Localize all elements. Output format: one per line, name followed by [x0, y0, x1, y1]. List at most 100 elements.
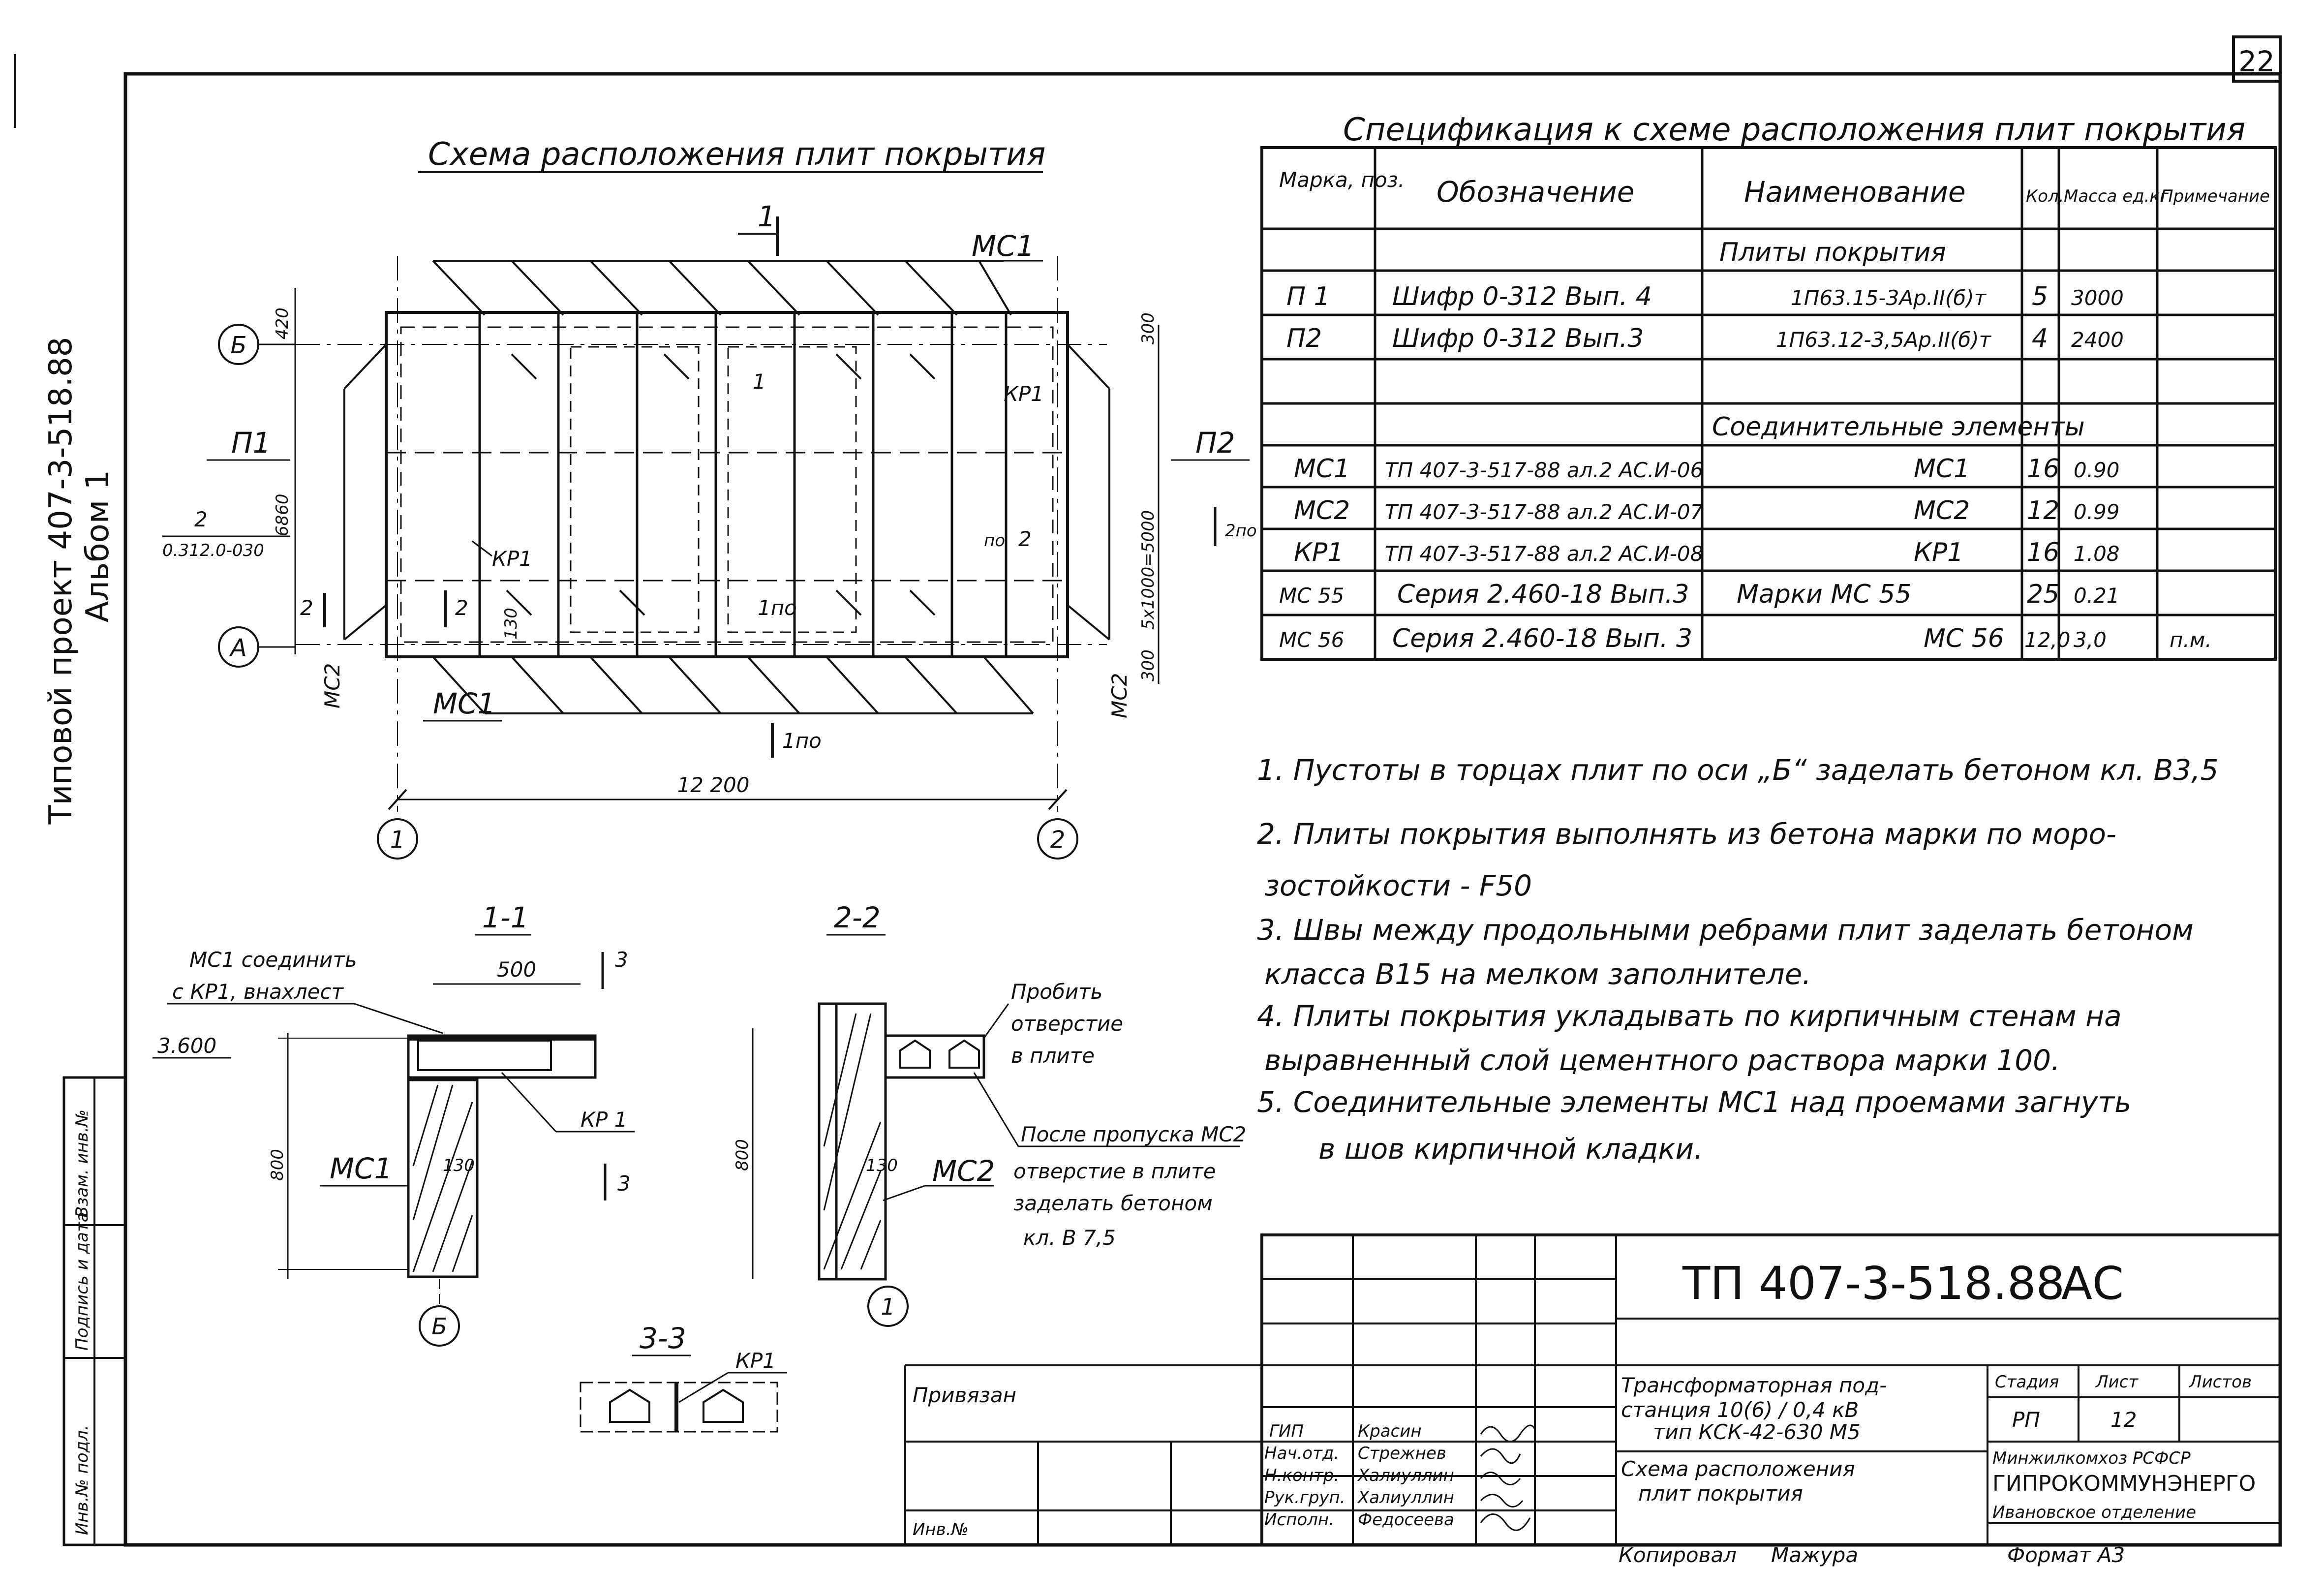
spec-r1-code: Шифр 0-312 Вып. 4 [1392, 282, 1652, 311]
stamp-org-3: Ивановское отделение [1992, 1503, 2196, 1522]
spec-h-name: Наименование [1744, 175, 1966, 209]
s22-dim-800: 800 [733, 1139, 752, 1171]
spec-r7-name: КР1 [1914, 538, 1963, 567]
stamp-copied-name: Мажура [1771, 1543, 1858, 1567]
s11-title: 1-1 [482, 901, 529, 934]
spec-r8-mark: МС 55 [1279, 584, 1344, 608]
cut-2-right-po: по [984, 531, 1005, 551]
stamp-org-2: ГИПРОКОММУНЭНЕРГО [1992, 1471, 2256, 1496]
spec-h-qty: Кол. [2026, 186, 2064, 206]
axis-2-label: 2 [1050, 826, 1066, 854]
dim-420: 420 [273, 308, 292, 339]
spec-r7-qty: 16 [2027, 538, 2059, 567]
spec-r6-code: ТП 407-3-517-88 ал.2 АС.И-07 [1385, 500, 1704, 524]
ref-code-label: 0.312.0-030 [162, 541, 264, 560]
s11-level: 3.600 [157, 1034, 216, 1058]
note-4: 4. Плиты покрытия укладывать по кирпичны… [1257, 999, 2122, 1033]
notes: 1. Пустоты в торцах плит по оси „Б“ заде… [1257, 753, 2218, 1166]
s22-dim-130: 130 [866, 1156, 898, 1175]
p1-label: П1 [231, 426, 271, 460]
s11-dim-3: 3 [615, 948, 628, 972]
dim-130-plan: 130 [501, 608, 521, 640]
s22-punch-3: в плите [1011, 1044, 1095, 1068]
signer-1-role: Нач.отд. [1264, 1444, 1339, 1463]
dim-300-bot: 300 [1138, 649, 1158, 681]
signer-4-name: Федосеева [1358, 1510, 1454, 1530]
spec-r5-name: МС1 [1914, 454, 1970, 484]
spec-r6-mark: МС2 [1294, 496, 1350, 525]
signer-1-name: Стрежнев [1358, 1444, 1446, 1463]
section-1-1: 1-1 МС1 соединить с КР1, внахлест 500 3 … [153, 901, 635, 1347]
side-label-line1: Типовой проект 407-3-518.88 [43, 337, 79, 825]
spec-r5-qty: 16 [2027, 454, 2059, 484]
spec-r2-mark: П2 [1286, 324, 1322, 353]
side-label: Типовой проект 407-3-518.88 Альбом 1 [43, 337, 116, 825]
s33-title: 3-3 [640, 1322, 686, 1355]
axis-2-bubble [1037, 818, 1078, 860]
s11-ms1: МС1 [330, 1152, 392, 1185]
s11-axis-b-bubble [419, 1305, 460, 1347]
cut-1-bot: 1по [782, 729, 822, 753]
signatures [1480, 1424, 1536, 1531]
plan-outline [385, 311, 1069, 658]
signer-3-name: Халиуллин [1357, 1488, 1454, 1507]
note-2b: зостойкости - F50 [1264, 869, 1532, 902]
dim-300-top: 300 [1138, 312, 1158, 344]
spec-h-mark: Марка, поз. [1279, 168, 1405, 192]
cut-2-left: 2 [300, 596, 313, 620]
spec-r1-mark: П 1 [1286, 282, 1330, 311]
cut-1b-label: 1 [753, 369, 766, 394]
dim-12200: 12 200 [677, 773, 750, 797]
s11-dim-130: 130 [443, 1156, 475, 1175]
spec-r7-mark: КР1 [1294, 538, 1344, 567]
section-3-3: 3-3 КР1 [580, 1322, 787, 1433]
spec-r8-mass: 0.21 [2074, 584, 2120, 608]
axis-b-label: Б [231, 332, 247, 359]
stamp-sheet-name-2: плит покрытия [1638, 1481, 1803, 1506]
signer-2-role: Н.контр. [1264, 1466, 1339, 1485]
spec-r0-name: Плиты покрытия [1719, 238, 1946, 267]
axis-1-bubble [377, 818, 418, 860]
s22-after-3: заделать бетоном [1013, 1191, 1213, 1215]
stamp-bound: Привязан [913, 1383, 1016, 1407]
ms2-left-label: МС2 [320, 663, 344, 708]
stamp-project-2: станция 10(6) / 0,4 кВ [1621, 1398, 1859, 1422]
spec-r2-code: Шифр 0-312 Вып.3 [1392, 324, 1644, 353]
s22-after-2: отверстие в плите [1013, 1159, 1216, 1183]
ref-2-label: 2 [194, 507, 208, 531]
title-block: ТП 407-3-518.88 АС Привязан Инв.№ Трансф… [904, 1233, 2282, 1567]
stamp-stage-h: Стадия [1995, 1372, 2059, 1392]
spec-r7-code: ТП 407-3-517-88 ал.2 АС.И-08 [1385, 542, 1703, 566]
ms1-bot-label: МС1 [433, 687, 495, 720]
spec-r6-qty: 12 [2027, 496, 2059, 525]
spec-r9-mass: 3,0 [2074, 628, 2107, 652]
stamp-format: Формат А3 [2007, 1543, 2125, 1567]
cut-2b-label: 2 [455, 596, 468, 620]
spec-r1-qty: 5 [2032, 282, 2048, 311]
spec-table: Спецификация к схеме расположения плит п… [1260, 112, 2277, 661]
left-strip: Инв.№ подл. Подпись и дата Взам. инв.№ [62, 1076, 127, 1546]
spec-r8-name: Марки МС 55 [1737, 580, 1911, 609]
stamp-sheet-h: Лист [2095, 1372, 2139, 1392]
spec-r1-mass: 3000 [2071, 286, 2124, 310]
spec-r6-name: МС2 [1914, 496, 1970, 525]
signer-2-name: Халиуллин [1357, 1466, 1454, 1485]
cut-2-right: 2 [1018, 527, 1032, 551]
s11-dim-3b: 3 [617, 1171, 631, 1196]
spec-r9-name: МС 56 [1924, 624, 2004, 653]
signer-0-name: Красин [1358, 1421, 1422, 1441]
sheet-frame [123, 72, 2282, 1547]
spec-r9-code: Серия 2.460-18 Вып. 3 [1392, 624, 1692, 653]
s11-ms1-connect2: с КР1, внахлест [172, 980, 344, 1004]
spec-r8-qty: 25 [2027, 580, 2059, 609]
s11-ms1-connect: МС1 соединить [189, 948, 357, 972]
note-3b: класса В15 на мелком заполнителе. [1264, 957, 1811, 991]
spec-r4-name: Соединительные элементы [1712, 412, 2085, 442]
spec-title: Спецификация к схеме расположения плит п… [1343, 112, 2245, 148]
stamp-stage: РП [2012, 1408, 2040, 1432]
spec-r5-mark: МС1 [1294, 454, 1350, 484]
spec-r5-code: ТП 407-3-517-88 ал.2 АС.И-06 [1385, 458, 1703, 482]
stamp-copied-label: Копировал [1619, 1543, 1737, 1567]
s11-kp1: КР 1 [581, 1108, 627, 1132]
